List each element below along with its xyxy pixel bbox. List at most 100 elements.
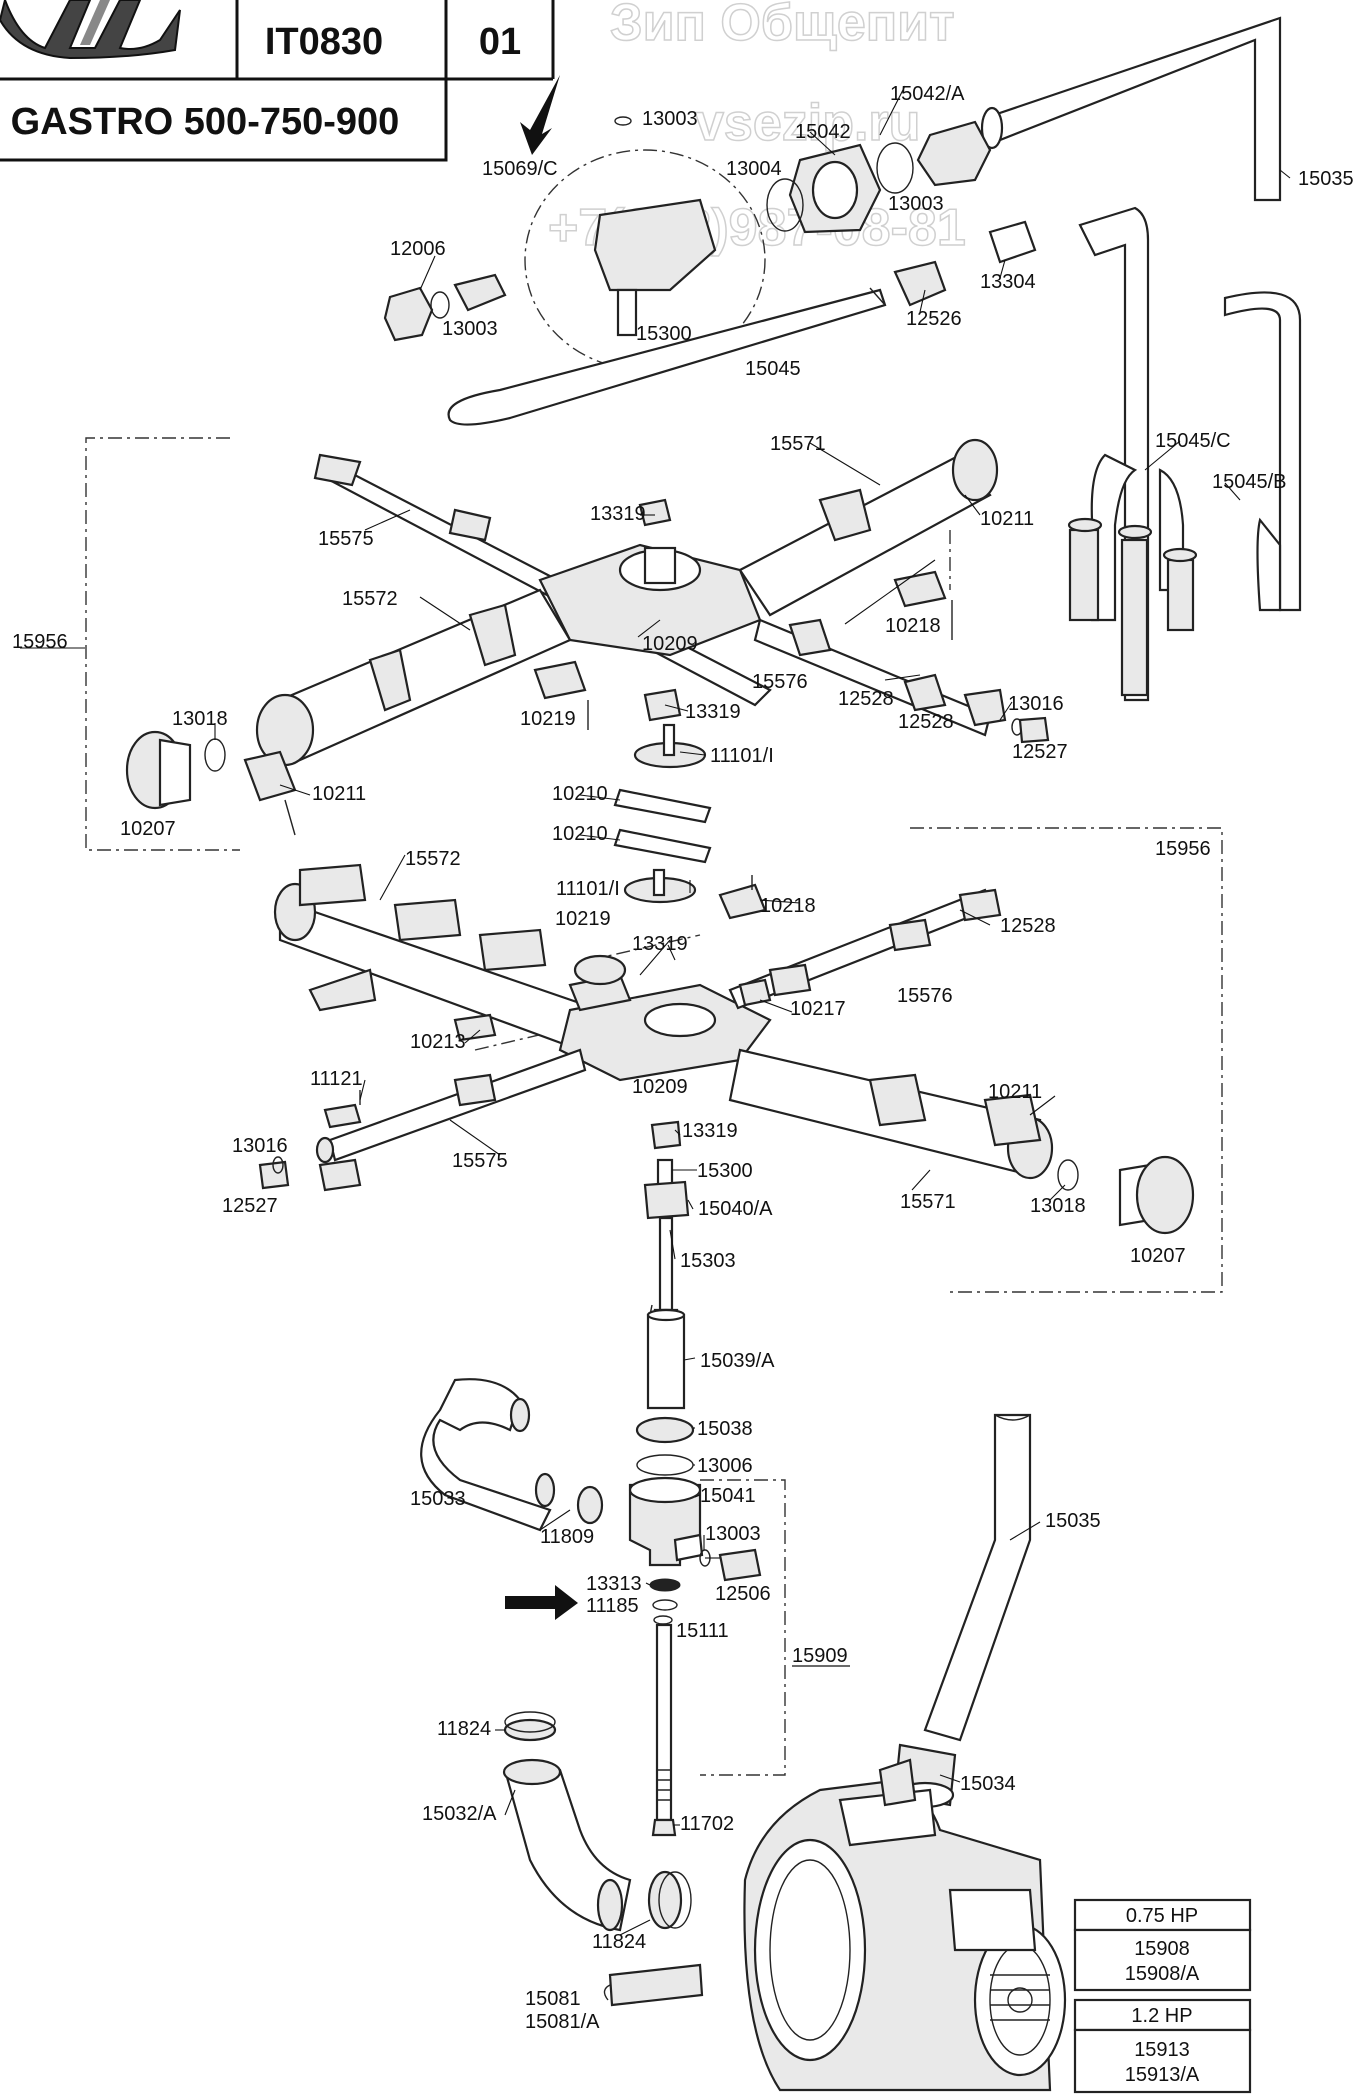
label-15081: 15081 <box>525 1988 581 2010</box>
label-11185: 11185 <box>586 1595 639 1617</box>
label-10211-a: 10211 <box>980 508 1034 530</box>
label-15032a: 15032/A <box>422 1803 497 1825</box>
label-13003-c: 13003 <box>442 318 498 340</box>
label-13016-bottom: 13016 <box>232 1135 288 1157</box>
label-11824-bottom: 11824 <box>592 1931 646 1953</box>
label-11101-bottom: 11101/I <box>556 878 620 900</box>
header-code: IT0830 <box>265 21 383 63</box>
hp-table-075-head: 0.75 HP <box>1126 1905 1198 1927</box>
label-15033: 15033 <box>410 1488 466 1510</box>
arrow-indicator <box>520 75 560 155</box>
label-10217: 10217 <box>790 998 846 1020</box>
hp-table-075-row1: 15908 <box>1134 1938 1190 1960</box>
label-15303: 15303 <box>680 1250 736 1272</box>
hoses-and-pump <box>420 1378 1067 2092</box>
hp-table-075: 0.75 HP 15908 15908/A <box>1073 1898 1252 1992</box>
label-15038: 15038 <box>697 1418 753 1440</box>
arrow-indicator-2 <box>505 1585 578 1620</box>
label-11809: 11809 <box>540 1526 594 1548</box>
label-12527-top: 12527 <box>1012 741 1068 763</box>
detail-circle <box>524 149 766 371</box>
label-10219-top: 10219 <box>520 708 576 730</box>
label-13003-d: 13003 <box>705 1523 761 1545</box>
label-13319-b: 13319 <box>685 701 741 723</box>
top-pipes <box>383 16 1302 702</box>
label-15035-bottom: 15035 <box>1045 1510 1101 1532</box>
label-10210-b: 10210 <box>552 823 608 845</box>
label-15045c: 15045/C <box>1155 430 1231 452</box>
label-13004: 13004 <box>726 158 782 180</box>
label-15572-bottom: 15572 <box>405 848 461 870</box>
label-10207-top: 10207 <box>120 818 176 840</box>
label-15909: 15909 <box>792 1645 848 1667</box>
label-13304: 13304 <box>980 271 1036 293</box>
label-15956-left: 15956 <box>12 631 68 653</box>
label-15300-bottom: 15300 <box>697 1160 753 1182</box>
label-10210-a: 10210 <box>552 783 608 805</box>
label-13313: 13313 <box>586 1573 642 1595</box>
label-15042a: 15042/A <box>890 83 965 105</box>
hp-table-12-row1: 15913 <box>1134 2039 1190 2061</box>
label-13003-top: 13003 <box>642 108 698 130</box>
label-15575-top: 15575 <box>318 528 374 550</box>
hp-table-12-row2: 15913/A <box>1125 2064 1200 2086</box>
label-15045b: 15045/B <box>1212 471 1287 493</box>
label-15572-top: 15572 <box>342 588 398 610</box>
label-15041: 15041 <box>700 1485 756 1507</box>
lower-spray-arm-assembly <box>258 827 1223 1293</box>
part-labels: 15069/C 13003 13004 15042 15042/A 13003 … <box>12 83 1354 2033</box>
brand-logo <box>0 0 181 60</box>
hp-table-075-row2: 15908/A <box>1125 1963 1200 1985</box>
label-15069c: 15069/C <box>482 158 558 180</box>
label-15576-bottom: 15576 <box>897 985 953 1007</box>
label-15040a: 15040/A <box>698 1198 773 1220</box>
label-15300-top: 15300 <box>636 323 692 345</box>
label-11121: 11121 <box>310 1068 363 1090</box>
label-10207-bottom: 10207 <box>1130 1245 1186 1267</box>
label-11101-top: 11101/I <box>710 745 774 767</box>
label-13319-c: 13319 <box>632 933 688 955</box>
label-12528-a: 12528 <box>838 688 894 710</box>
label-13319-d: 13319 <box>682 1120 738 1142</box>
label-13006: 13006 <box>697 1455 753 1477</box>
label-12526: 12526 <box>906 308 962 330</box>
hp-table-12-head: 1.2 HP <box>1131 2005 1192 2027</box>
label-11702: 11702 <box>680 1813 734 1835</box>
label-10218-a: 10218 <box>885 615 941 637</box>
label-10211-b: 10211 <box>312 783 366 805</box>
label-13018-top: 13018 <box>172 708 228 730</box>
label-10209-top: 10209 <box>642 633 698 655</box>
upper-spray-arm-assembly <box>85 437 1050 851</box>
label-15042: 15042 <box>795 121 851 143</box>
label-13319-a: 13319 <box>590 503 646 525</box>
label-15956-right: 15956 <box>1155 838 1211 860</box>
label-12527-bottom: 12527 <box>222 1195 278 1217</box>
header-model: GASTRO 500-750-900 <box>11 101 400 143</box>
watermark-line-1: Зип Общепит <box>610 0 955 52</box>
label-10211-c: 10211 <box>988 1081 1042 1103</box>
watermark-line-2: vsezip.ru <box>695 94 920 152</box>
label-15571-bottom: 15571 <box>900 1191 956 1213</box>
central-shaft-assembly <box>505 1120 786 1837</box>
middle-parts <box>613 788 767 920</box>
label-13003-b: 13003 <box>888 193 944 215</box>
label-15045: 15045 <box>745 358 801 380</box>
label-15039a: 15039/A <box>700 1350 775 1372</box>
label-15081a: 15081/A <box>525 2011 600 2033</box>
label-15111: 15111 <box>676 1620 729 1642</box>
hp-table-12: 1.2 HP 15913 15913/A <box>1073 1998 1252 2094</box>
header-sheet: 01 <box>479 21 521 63</box>
label-13018-bottom: 13018 <box>1030 1195 1086 1217</box>
label-12528-b: 12528 <box>898 711 954 733</box>
label-12528-c: 12528 <box>1000 915 1056 937</box>
label-11824-top: 11824 <box>437 1718 491 1740</box>
label-12506: 12506 <box>715 1583 771 1605</box>
leader-lines <box>20 85 1291 1936</box>
label-15571-top: 15571 <box>770 433 826 455</box>
label-12006: 12006 <box>390 238 446 260</box>
label-15035-top: 15035 <box>1298 168 1354 190</box>
label-10213: 10213 <box>410 1031 466 1053</box>
label-10218-b: 10218 <box>760 895 816 917</box>
label-10209-bottom: 10209 <box>632 1076 688 1098</box>
